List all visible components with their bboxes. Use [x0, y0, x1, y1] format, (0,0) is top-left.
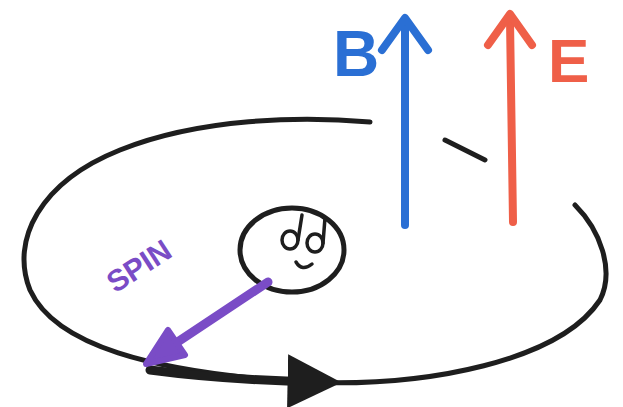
e-field-arrow: [510, 20, 513, 222]
particle-circle: [240, 208, 344, 292]
orbit-direction-arrow: [150, 370, 320, 382]
b-field-label: B: [333, 22, 379, 86]
orbit-path: [24, 119, 606, 382]
b-field-arrowhead: [382, 18, 428, 50]
spin-label: SPIN: [102, 235, 177, 298]
spin-arrowhead: [146, 330, 185, 364]
e-field-label: E: [548, 30, 589, 92]
orbit-path: [445, 140, 485, 160]
b-field-arrow: [401, 22, 409, 225]
particle-face: [282, 215, 325, 268]
e-field-arrowhead: [488, 14, 532, 45]
